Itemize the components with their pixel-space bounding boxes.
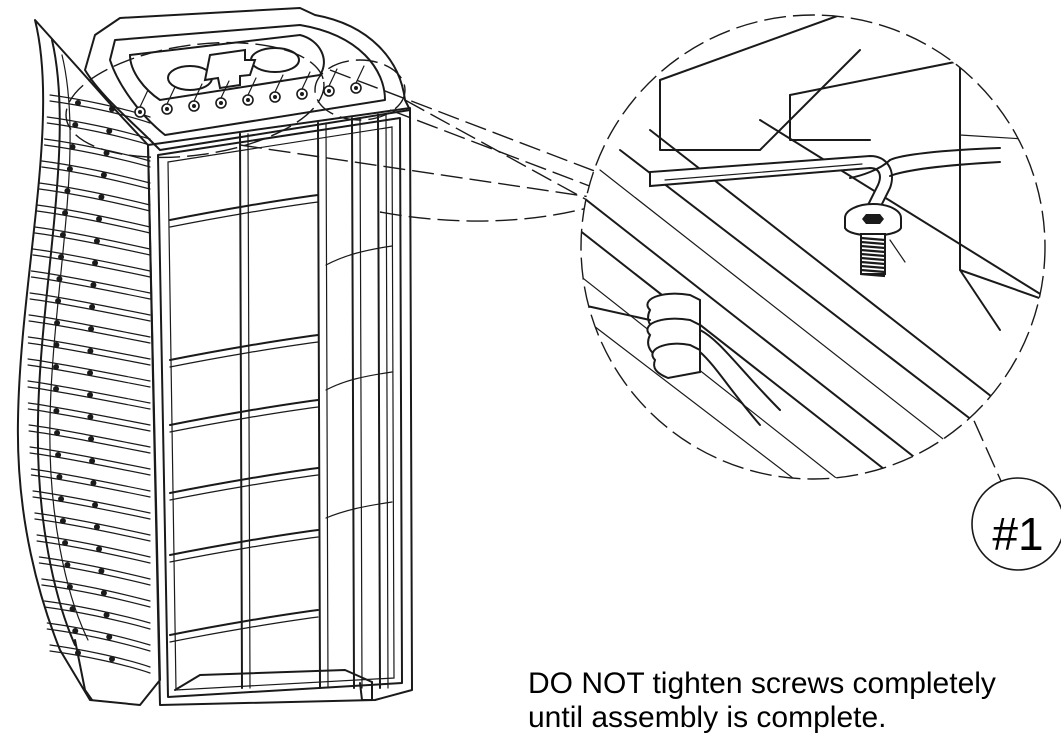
louver-screw [54, 430, 61, 436]
louver-screw [88, 436, 95, 442]
louver-slat [43, 600, 151, 624]
louver-slat [28, 314, 151, 338]
louver-screw [59, 518, 66, 524]
louver-slat [32, 490, 151, 514]
louver-slat [29, 292, 151, 316]
louver-slat [27, 380, 151, 404]
louver-screw [55, 298, 62, 304]
louver-slat [38, 182, 151, 206]
louver-screw [54, 320, 61, 326]
louver-screw [59, 232, 66, 238]
louver-screw [89, 304, 96, 310]
assembly-note: DO NOT tighten screws completely [528, 667, 996, 700]
louver-screw [53, 408, 60, 414]
front-grille [169, 113, 393, 689]
louver-screw [53, 386, 60, 392]
louver-screw [66, 166, 73, 172]
louver-screw [58, 254, 65, 260]
louver-slat [46, 116, 151, 140]
louver-slat [32, 248, 151, 272]
louver-screw [96, 216, 103, 222]
louver-slat [34, 512, 151, 536]
louver-screw [103, 612, 110, 618]
callout-circle [971, 477, 1061, 571]
louver-screw [55, 452, 62, 458]
louver-screw [87, 392, 94, 398]
louver-slat [36, 534, 151, 558]
louver-screw [96, 546, 103, 552]
louver-slat [28, 424, 151, 448]
louver-screw [90, 282, 97, 288]
louver-screw [109, 656, 115, 662]
louver-screw [92, 260, 99, 266]
louver-screw [106, 634, 113, 640]
top-screws [134, 65, 365, 118]
louver-screw [98, 568, 105, 574]
cabinet-unit [16, 7, 413, 706]
louver-screw [106, 128, 113, 134]
louver-screw [75, 100, 81, 106]
louver-slat [34, 226, 151, 250]
louver-screw [58, 496, 65, 502]
louver-screw [109, 106, 115, 112]
louver-slat [27, 336, 151, 360]
louver-screw [92, 502, 99, 508]
louver-screw [100, 172, 107, 178]
louver-screw [69, 606, 76, 612]
louver-slat [30, 468, 151, 492]
louver-screw [62, 540, 69, 546]
louver-screw [66, 584, 73, 590]
louver-screw [53, 364, 60, 370]
louver-screw [72, 628, 79, 634]
louver-screw [100, 590, 107, 596]
louver-screw [64, 188, 71, 194]
louver-screw [56, 474, 63, 480]
assembly-diagram [16, 7, 1061, 706]
detail-view [580, 14, 1046, 480]
screw-threads [860, 236, 886, 278]
louver-screw [53, 342, 60, 348]
louver-slat [27, 402, 151, 426]
louver-screw [89, 458, 96, 464]
louver-screw [87, 414, 94, 420]
louver-slat [43, 138, 151, 162]
louver-slat [38, 556, 151, 580]
assembly-note-line-2: until assembly is complete. [528, 701, 887, 734]
louver-screw [62, 210, 69, 216]
louver-slat [30, 270, 151, 294]
callout-label: #1 [992, 508, 1044, 560]
louver-slat [27, 358, 151, 382]
louver-screw [87, 348, 94, 354]
side-louvers [27, 94, 151, 674]
louver-screw [88, 326, 95, 332]
louver-screw [93, 238, 100, 244]
louver-screw [93, 524, 100, 530]
louver-screw [56, 276, 63, 282]
louver-slat [36, 204, 151, 228]
louver-screw [90, 480, 97, 486]
louver-screw [87, 370, 94, 376]
louver-screw [72, 122, 79, 128]
louver-slat [49, 644, 151, 668]
louver-screw [98, 194, 105, 200]
louver-slat [41, 160, 151, 184]
louver-screw [64, 562, 71, 568]
louver-screw [69, 144, 76, 150]
louver-slat [29, 446, 151, 470]
louver-slat [46, 622, 151, 646]
louver-slat [41, 578, 151, 602]
